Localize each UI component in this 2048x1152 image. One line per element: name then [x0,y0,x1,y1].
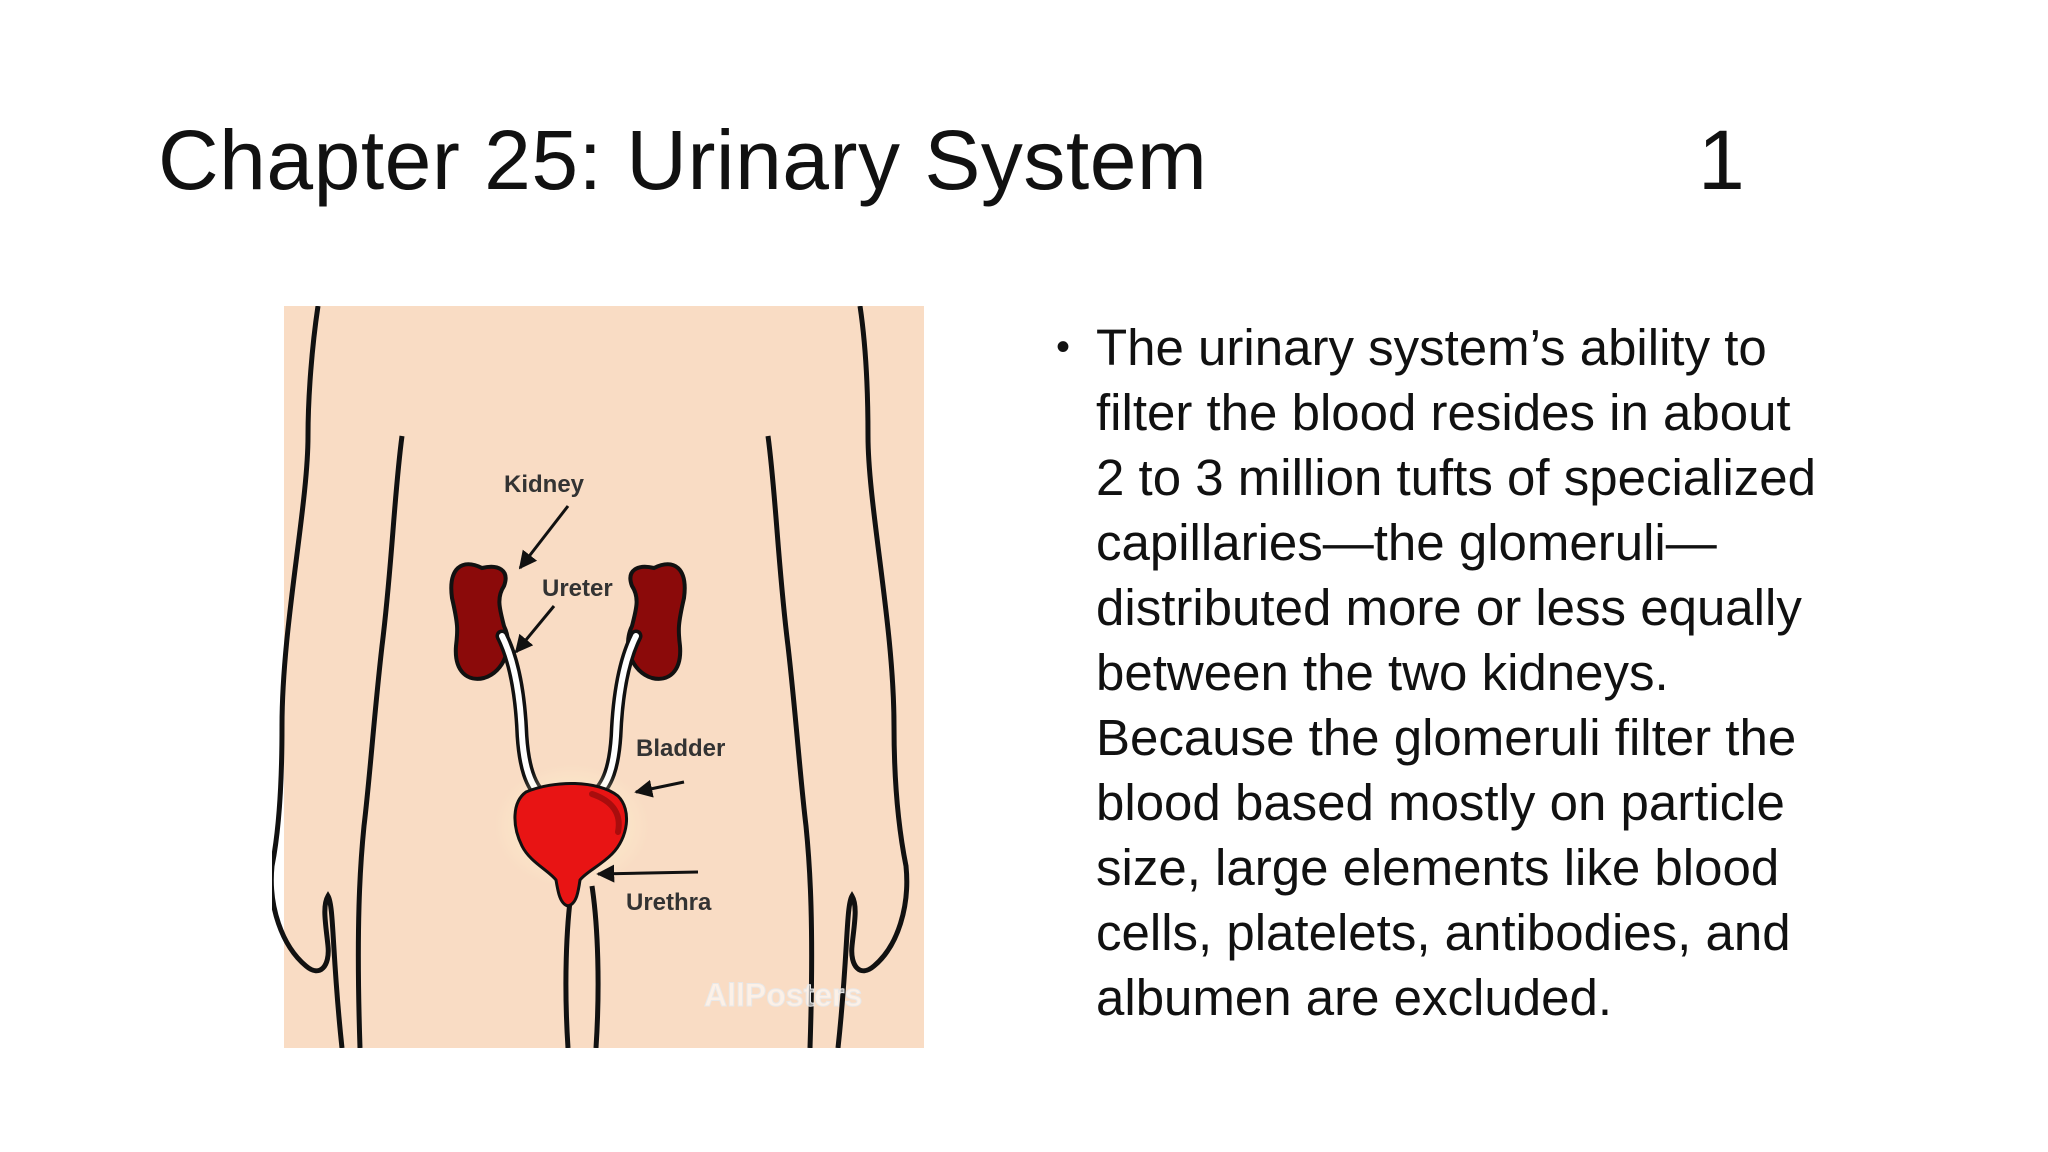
bullet-line: cells, platelets, antibodies, and [1096,904,1791,961]
left-kidney [449,562,510,681]
bullet-marker: • [1056,325,1071,369]
arrow-urethra [596,864,699,883]
watermark: AllPosters [704,977,862,1013]
label-kidney: Kidney [504,471,585,498]
bullet-line: filter the blood resides in about [1096,384,1791,441]
bullet-text: The urinary system’s ability to filter t… [1096,315,1956,1030]
bullet-line: between the two kidneys. [1096,644,1669,701]
slide-number: 1 [1698,113,1745,207]
label-urethra: Urethra [626,889,712,916]
urinary-system-illustration: Kidney Ureter Bladder Urethra AllPosters [272,306,936,1048]
bullet-line: The urinary system’s ability to [1096,319,1767,376]
bullet-line: Because the glomeruli filter the [1096,709,1797,766]
slide-title: Chapter 25: Urinary System [158,113,1208,207]
bullet-line: albumen are excluded. [1096,969,1613,1026]
arrow-kidney [518,505,570,570]
bullet-item: • The urinary system’s ability to filter… [1056,315,1956,1030]
arrow-bladder [634,779,685,798]
bullet-line: size, large elements like blood [1096,839,1780,896]
bullet-line: blood based mostly on particle [1096,774,1785,831]
bullet-line: distributed more or less equally [1096,579,1802,636]
label-bladder: Bladder [636,735,725,762]
label-ureter: Ureter [542,575,613,602]
body-outline-left [272,306,345,1048]
arrow-ureter [514,605,556,654]
skin-background [284,306,924,1048]
urinary-system-figure: Kidney Ureter Bladder Urethra AllPosters [272,306,924,1048]
body-outline-right [835,306,910,1048]
bullet-list: • The urinary system’s ability to filter… [1056,315,1956,1030]
bullet-line: 2 to 3 million tufts of specialized [1096,449,1817,506]
bullet-line: capillaries—the glomeruli— [1096,514,1717,571]
right-arm-outline [765,435,815,1048]
bladder [513,781,629,908]
right-leg-outline [589,885,601,1048]
left-arm-outline [355,435,405,1048]
right-kidney [626,562,687,681]
